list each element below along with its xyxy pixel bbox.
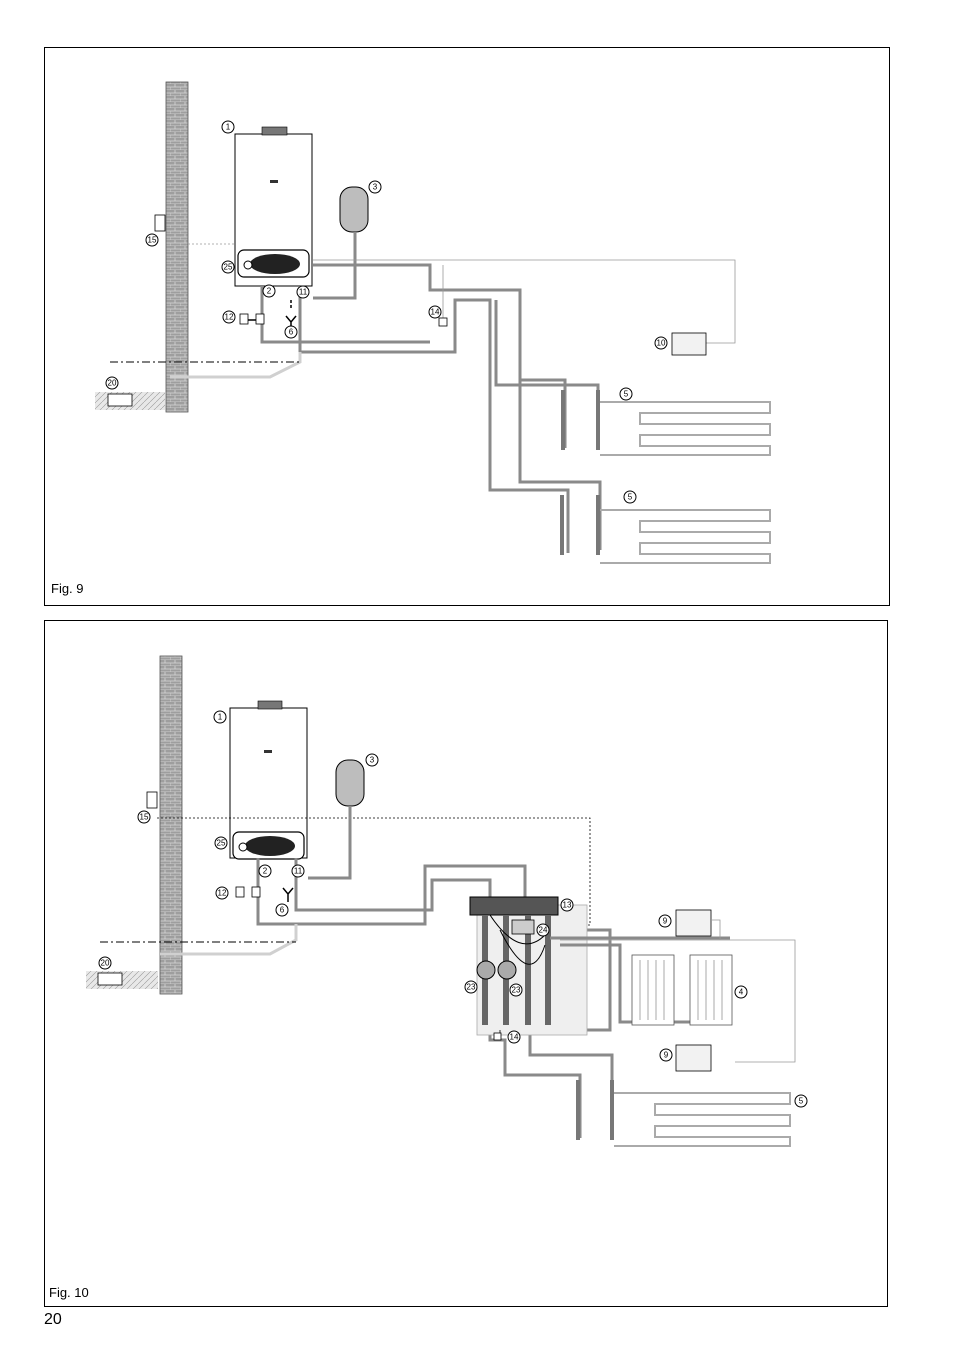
fig10-callout-5: 5 bbox=[799, 1097, 804, 1106]
fig10-room-controller-2 bbox=[675, 1044, 712, 1072]
fig10-expansion-vessel bbox=[335, 759, 365, 807]
fig9-pipes bbox=[260, 232, 602, 553]
fig10-callout-11: 11 bbox=[294, 867, 303, 876]
fig10-callout-1: 1 bbox=[218, 713, 223, 722]
fig10-callout-12: 12 bbox=[218, 889, 227, 898]
fig9-callout-5b: 5 bbox=[628, 493, 633, 502]
fig10-room-controller-1 bbox=[675, 909, 712, 937]
fig10-callout-23b: 23 bbox=[512, 986, 521, 995]
fig10-callout-24: 24 bbox=[539, 926, 548, 935]
fig10-callout-25: 25 bbox=[217, 839, 226, 848]
fig9-callout-1: 1 bbox=[226, 123, 231, 132]
fig9-callout-11: 11 bbox=[299, 288, 308, 297]
fig10-callout-2: 2 bbox=[263, 867, 268, 876]
fig9-underfloor-zone-1 bbox=[561, 390, 771, 456]
fig9-expansion-vessel bbox=[339, 186, 369, 233]
fig9-callout-2: 2 bbox=[267, 287, 272, 296]
figure-10-frame: Fig. 10 bbox=[44, 620, 888, 1307]
fig9-callout-3: 3 bbox=[373, 183, 378, 192]
fig9-callout-6: 6 bbox=[289, 328, 294, 337]
fig9-callout-10: 10 bbox=[657, 339, 666, 348]
fig10-callout-9b: 9 bbox=[664, 1051, 669, 1060]
fig10-callout-23a: 23 bbox=[467, 983, 476, 992]
fig9-outdoor-sensor bbox=[154, 214, 166, 232]
figure-9-caption: Fig. 9 bbox=[51, 581, 84, 596]
fig10-callout-4: 4 bbox=[739, 988, 744, 997]
fig9-callout-20: 20 bbox=[108, 379, 117, 388]
fig10-outdoor-sensor bbox=[146, 791, 158, 809]
fig9-room-controller bbox=[671, 332, 707, 356]
fig9-callout-25: 25 bbox=[224, 263, 233, 272]
fig9-diagram: 1 3 15 25 2 11 12 14 6 10 20 5 5 bbox=[95, 81, 771, 564]
fig10-boiler bbox=[229, 700, 308, 860]
fig10-underfloor-zone bbox=[576, 1080, 791, 1147]
fig10-callout-20: 20 bbox=[101, 959, 110, 968]
fig10-radiators bbox=[550, 936, 733, 1026]
fig10-mixing-module bbox=[469, 896, 588, 1036]
fig9-underfloor-zone-2 bbox=[560, 495, 771, 564]
fig9-callout-12: 12 bbox=[225, 313, 234, 322]
fig10-callout-3: 3 bbox=[370, 756, 375, 765]
fig9-callout-15: 15 bbox=[148, 236, 157, 245]
fig9-callout-5a: 5 bbox=[624, 390, 629, 399]
fig10-callout-15: 15 bbox=[140, 813, 149, 822]
fig10-callout-6: 6 bbox=[280, 906, 285, 915]
fig10-brick-wall bbox=[159, 655, 183, 995]
fig9-brick-wall bbox=[165, 81, 189, 413]
fig10-diagram: 1 3 15 25 2 11 12 6 13 24 9 4 23 23 14 2… bbox=[86, 655, 808, 1147]
fig10-callout-9a: 9 bbox=[663, 917, 668, 926]
fig10-callout-13: 13 bbox=[563, 901, 572, 910]
figure-10-caption: Fig. 10 bbox=[49, 1285, 89, 1300]
fig9-callout-14: 14 bbox=[431, 308, 440, 317]
fig10-callout-14: 14 bbox=[510, 1033, 519, 1042]
fig9-boiler bbox=[234, 126, 313, 287]
page-number: 20 bbox=[44, 1311, 62, 1328]
